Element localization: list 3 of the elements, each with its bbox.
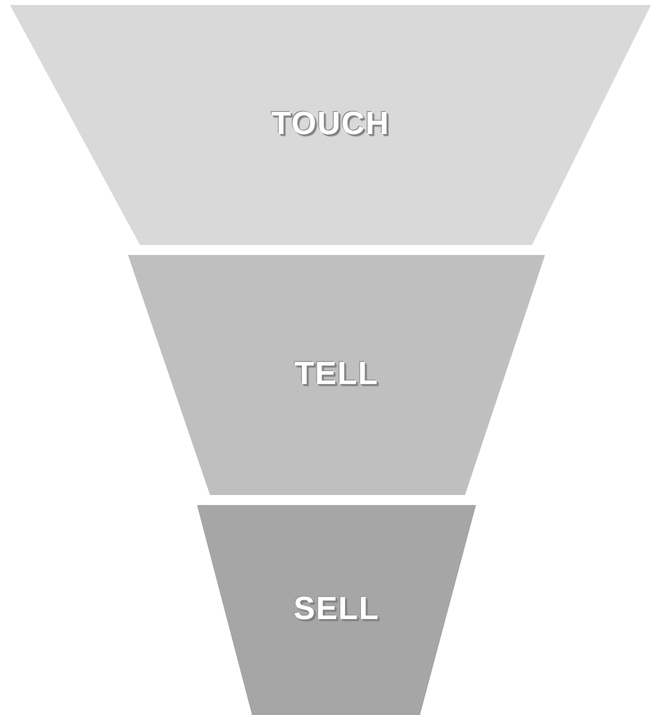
- stage-label: TOUCH: [271, 105, 390, 141]
- stage-label: TELL: [294, 355, 378, 391]
- stage-label: SELL: [294, 590, 380, 626]
